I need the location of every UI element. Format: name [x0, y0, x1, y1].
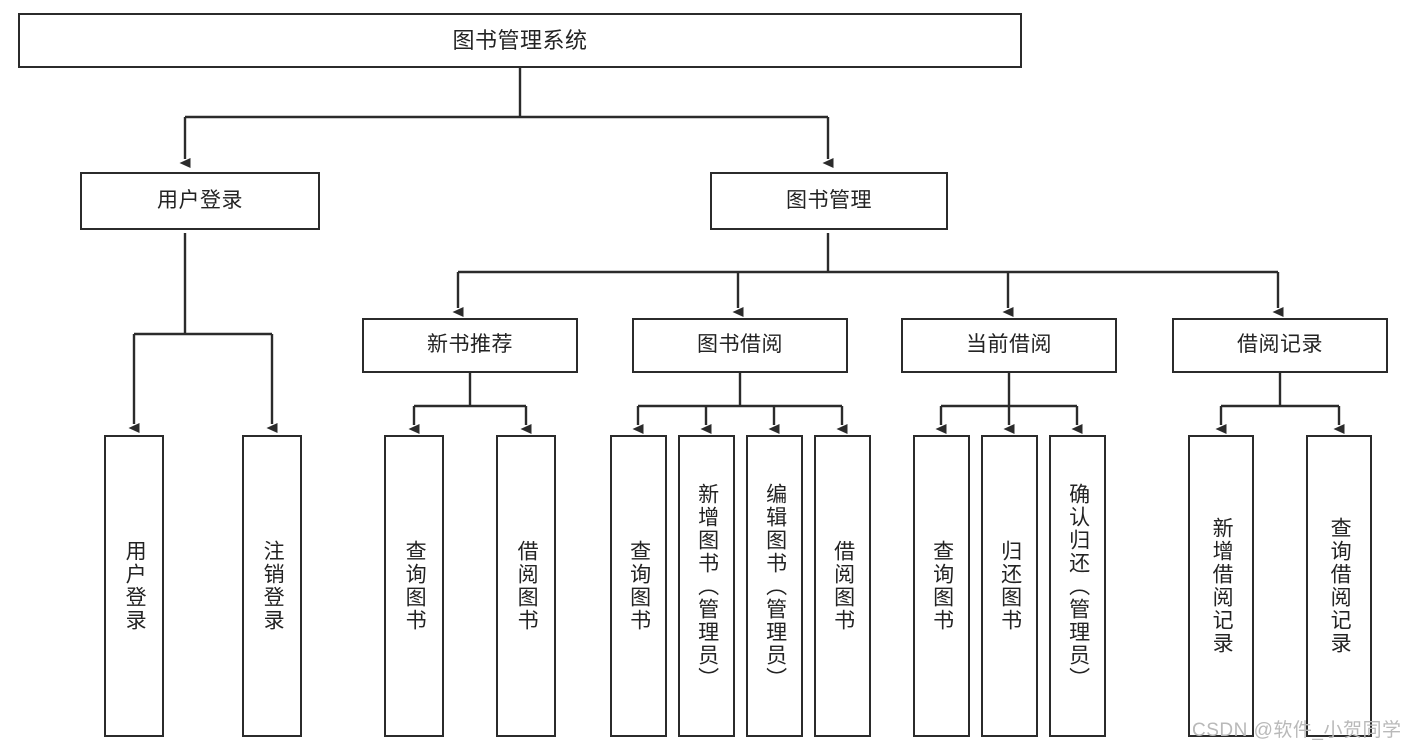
- node-label: 用户登录: [123, 540, 147, 632]
- node-label: 编辑图书（管理员）: [763, 482, 787, 690]
- node-label: 图书借阅: [697, 333, 783, 357]
- node-label: 查询图书: [627, 540, 651, 632]
- node-leaf-query-book-borrow[interactable]: 查询图书: [610, 435, 667, 737]
- node-label: 图书管理系统: [452, 27, 588, 53]
- csdn-watermark: CSDN @软件_小贺同学: [1192, 720, 1402, 741]
- node-current-borrow[interactable]: 当前借阅: [901, 318, 1117, 373]
- node-leaf-borrow-book-recommend[interactable]: 借阅图书: [496, 435, 556, 737]
- node-leaf-user-login[interactable]: 用户登录: [104, 435, 164, 737]
- node-leaf-borrow-book[interactable]: 借阅图书: [814, 435, 871, 737]
- node-label: 新增借阅记录: [1210, 517, 1234, 655]
- node-root-system[interactable]: 图书管理系统: [18, 13, 1022, 68]
- node-label: 注销登录: [261, 540, 285, 632]
- node-leaf-return-book[interactable]: 归还图书: [981, 435, 1038, 737]
- node-label: 新增图书（管理员）: [695, 482, 719, 690]
- node-leaf-query-borrow-record[interactable]: 查询借阅记录: [1306, 435, 1372, 737]
- node-label: 当前借阅: [966, 333, 1052, 357]
- node-label: 归还图书: [998, 540, 1022, 632]
- node-book-manage[interactable]: 图书管理: [710, 172, 948, 230]
- node-leaf-add-book[interactable]: 新增图书（管理员）: [678, 435, 735, 737]
- node-label: 图书管理: [786, 188, 872, 212]
- node-leaf-query-book-recommend[interactable]: 查询图书: [384, 435, 444, 737]
- node-label: 查询图书: [930, 540, 954, 632]
- node-label: 确认归还（管理员）: [1066, 482, 1090, 690]
- node-new-book-recommend[interactable]: 新书推荐: [362, 318, 578, 373]
- node-book-borrow[interactable]: 图书借阅: [632, 318, 848, 373]
- node-leaf-confirm-return[interactable]: 确认归还（管理员）: [1049, 435, 1106, 737]
- node-leaf-query-book-current[interactable]: 查询图书: [913, 435, 970, 737]
- node-label: 用户登录: [157, 188, 243, 212]
- node-label: 借阅记录: [1237, 333, 1323, 357]
- node-label: 借阅图书: [831, 540, 855, 632]
- node-borrow-record[interactable]: 借阅记录: [1172, 318, 1388, 373]
- node-leaf-add-borrow-record[interactable]: 新增借阅记录: [1188, 435, 1254, 737]
- node-label: 新书推荐: [427, 333, 513, 357]
- node-label: 查询图书: [403, 540, 427, 632]
- node-leaf-edit-book[interactable]: 编辑图书（管理员）: [746, 435, 803, 737]
- node-label: 查询借阅记录: [1328, 517, 1352, 655]
- node-label: 借阅图书: [515, 540, 539, 632]
- node-leaf-logout-login[interactable]: 注销登录: [242, 435, 302, 737]
- node-user-login[interactable]: 用户登录: [80, 172, 320, 230]
